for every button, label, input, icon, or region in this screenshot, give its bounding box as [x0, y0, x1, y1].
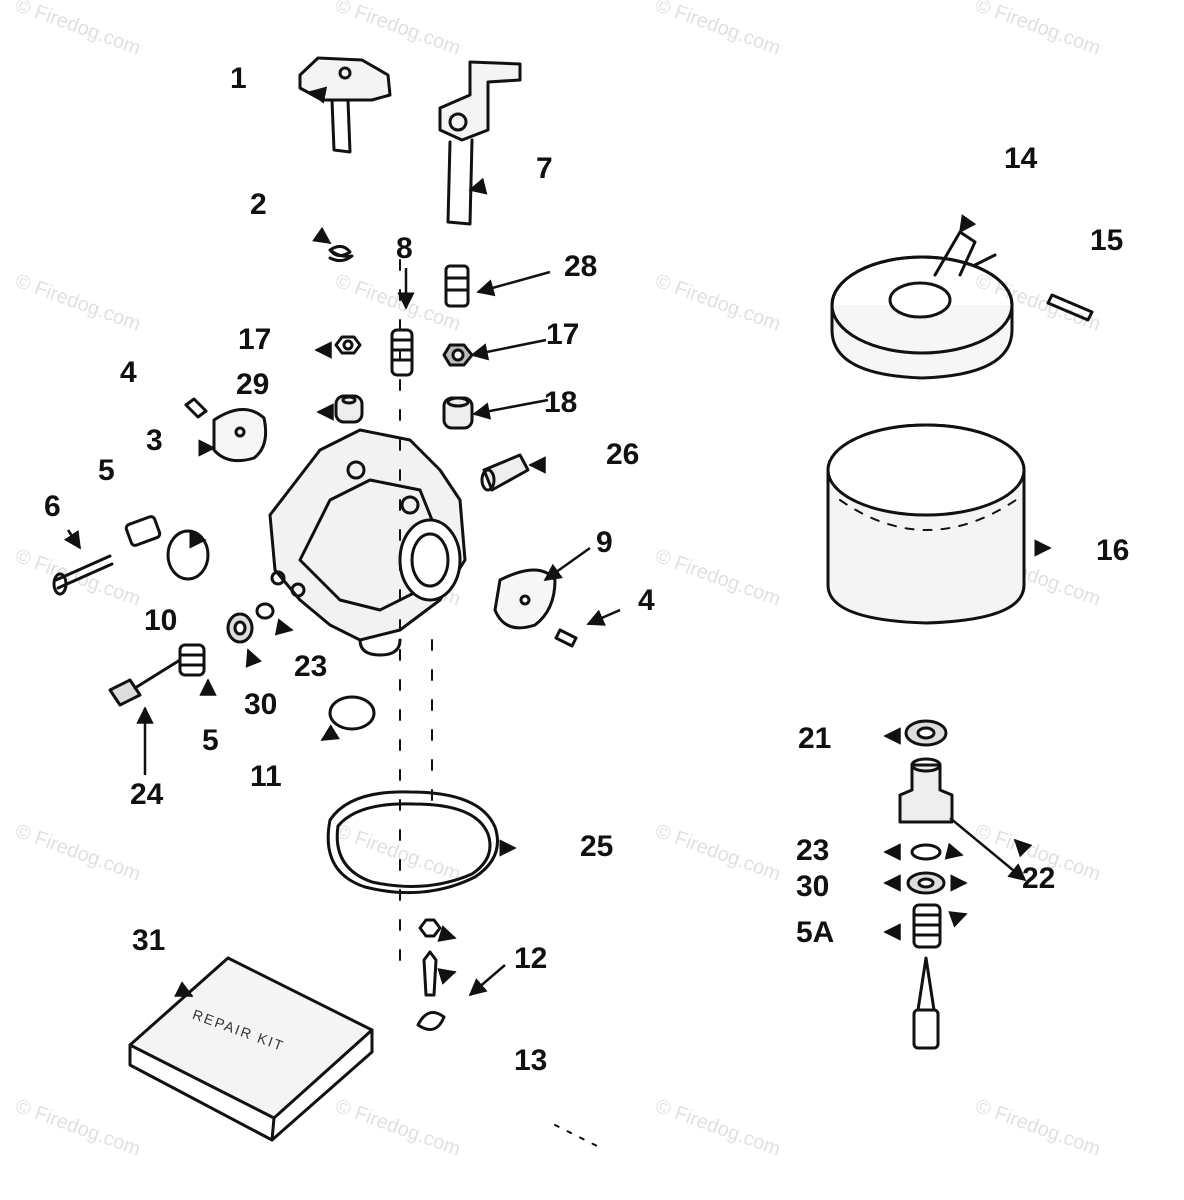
callout-4a: 4	[120, 356, 137, 389]
callout-8: 8	[396, 232, 413, 265]
screw-part	[184, 397, 208, 419]
callout-11: 11	[250, 760, 282, 793]
callout-26: 26	[606, 438, 640, 471]
throttle-plate-part	[212, 408, 268, 463]
callout-30a: 30	[244, 688, 278, 721]
main-jet-needle-part	[912, 956, 940, 1050]
callout-23a: 23	[294, 650, 328, 683]
choke-shaft-part	[438, 60, 522, 226]
leader-arrows	[63, 86, 1052, 998]
bowl-fitting-part	[898, 757, 954, 824]
callout-14: 14	[1004, 142, 1038, 175]
callout-16: 16	[1096, 534, 1130, 567]
callout-28: 28	[564, 250, 598, 283]
callout-24: 24	[130, 778, 164, 811]
callout-18: 18	[544, 386, 578, 419]
inlet-needle-part	[422, 950, 438, 997]
needle-valve-part	[108, 658, 182, 707]
spring-5-part	[124, 515, 162, 547]
callout-1: 1	[230, 62, 247, 95]
callout-17a: 17	[238, 323, 272, 356]
callout-12: 12	[514, 942, 548, 975]
callout-30b: 30	[796, 870, 830, 903]
o-ring-part	[255, 602, 275, 620]
callout-15: 15	[1090, 224, 1124, 257]
inlet-seat-part	[418, 918, 442, 938]
callout-29: 29	[236, 368, 270, 401]
choke-plate-part	[493, 568, 557, 630]
callout-5a: 5	[98, 454, 115, 487]
clip-part	[416, 1011, 446, 1031]
callout-13: 13	[514, 1044, 548, 1077]
callout-3: 3	[146, 424, 163, 457]
callout-7: 7	[536, 152, 553, 185]
bushing-part	[334, 394, 364, 424]
throttle-shaft-part	[298, 56, 392, 154]
idle-spring-part	[390, 328, 414, 377]
hex-nut-part	[442, 343, 474, 367]
spring-small-part	[328, 245, 354, 263]
callout-17b: 17	[546, 318, 580, 351]
callout-10: 10	[144, 604, 178, 637]
callout-25: 25	[580, 830, 614, 863]
o-ring-part	[910, 843, 942, 861]
float-bowl-part	[826, 423, 1026, 625]
bowl-gasket-part	[326, 790, 499, 895]
callout-5A: 5A	[796, 916, 835, 949]
callout-4b: 4	[638, 584, 655, 617]
washer-part	[906, 871, 946, 895]
callout-2: 2	[250, 188, 267, 221]
callout-6: 6	[44, 490, 61, 523]
bushing-part	[442, 396, 474, 430]
callout-31: 31	[132, 924, 166, 957]
spring-28-part	[444, 264, 470, 308]
fuel-fitting-part	[480, 453, 530, 492]
callout-23b: 23	[796, 834, 830, 867]
welch-plug-part	[328, 695, 376, 731]
nut-21-part	[904, 719, 948, 747]
callout-22: 22	[1022, 862, 1056, 895]
float-part	[830, 230, 1014, 380]
carburetor-body-part	[268, 428, 467, 657]
repair-kit-box	[128, 956, 374, 1142]
callout-21: 21	[798, 722, 832, 755]
screw-part	[554, 628, 578, 648]
washer-part	[226, 612, 254, 644]
hex-nut-part	[334, 335, 362, 355]
float-pin-part	[1046, 293, 1094, 322]
idle-screw-part	[52, 554, 114, 596]
callout-9: 9	[596, 526, 613, 559]
callout-5b: 5	[202, 724, 219, 757]
spring-5a-part	[912, 903, 942, 949]
spring-5b-part	[178, 643, 206, 677]
welch-plug-part	[166, 529, 210, 581]
